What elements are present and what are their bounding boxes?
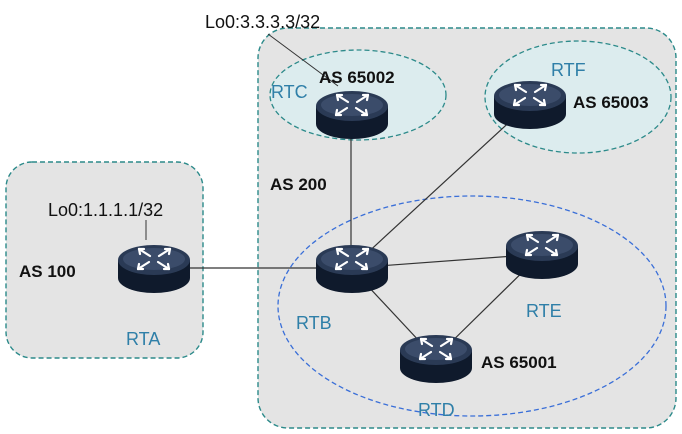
rtd-label: RTD (418, 400, 455, 420)
rta-label: RTA (126, 329, 160, 349)
router-rtb-icon[interactable] (314, 243, 390, 295)
rte-label: RTE (526, 301, 562, 321)
lo-rta-label: Lo0:1.1.1.1/32 (48, 200, 163, 220)
rtc-label: RTC (271, 82, 308, 102)
link-rtb-rtf (350, 103, 530, 269)
as65003-label: AS 65003 (573, 93, 649, 112)
lo-rtc-label: Lo0:3.3.3.3/32 (205, 12, 320, 32)
as100-label: AS 100 (19, 262, 76, 281)
as200-label: AS 200 (270, 175, 327, 194)
router-rte-icon[interactable] (504, 229, 580, 281)
router-rtc-icon[interactable] (314, 89, 390, 141)
lo-rtc-leader (267, 33, 339, 87)
rtb-label: RTB (296, 313, 332, 333)
as100-region (5, 161, 204, 359)
router-rtf-icon[interactable] (492, 79, 568, 131)
as65001-region (277, 195, 667, 417)
router-rtd-icon[interactable] (398, 333, 474, 385)
rtf-label: RTF (551, 60, 586, 80)
as65001-label: AS 65001 (481, 353, 557, 372)
router-rta-icon[interactable] (116, 243, 192, 295)
as65002-label: AS 65002 (319, 68, 395, 87)
